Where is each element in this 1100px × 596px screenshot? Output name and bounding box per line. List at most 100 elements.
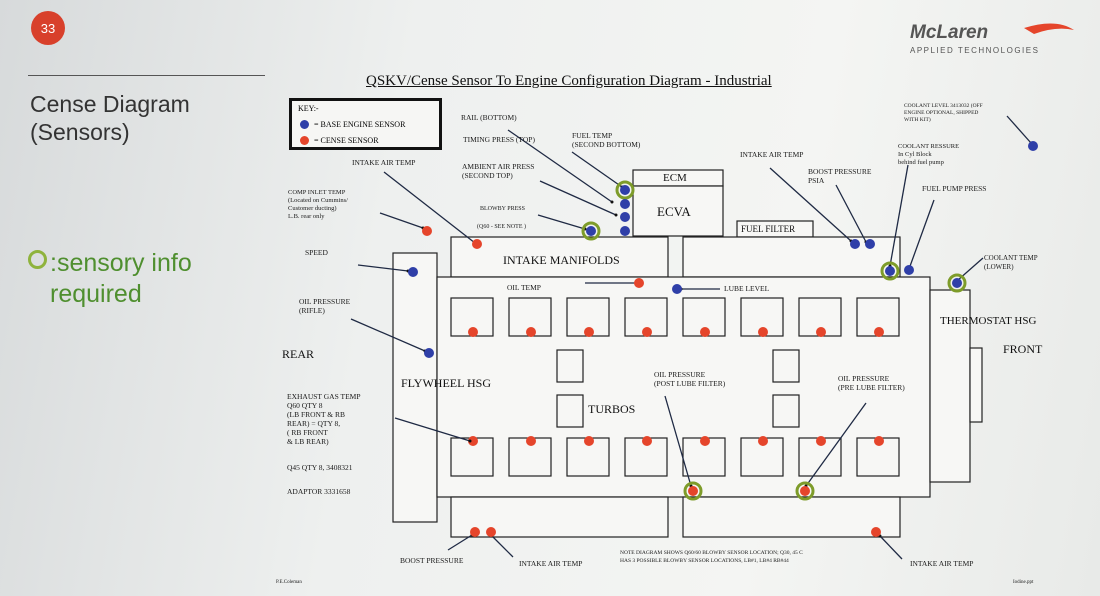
label-note-diagram: NOTE DIAGRAM SHOWS Q60/60 BLOWBY SENSOR … [620, 550, 803, 564]
base-sensor-blowby [586, 226, 596, 236]
base-sensor-speed [408, 267, 418, 277]
bottom-exhaust-temp-sensor-1 [468, 436, 478, 446]
logo-name: McLaren [910, 22, 989, 43]
cense-sensor-boost-pressure [470, 527, 480, 537]
label-intake-air-temp-top: INTAKE AIR TEMP [352, 158, 416, 167]
base-sensor-timing-press [620, 199, 630, 209]
mclaren-swoosh-icon [1024, 23, 1074, 34]
diagram-title: QSKV/Cense Sensor To Engine Configuratio… [366, 73, 772, 89]
intake-manifolds-label: INTAKE MANIFOLDS [503, 253, 620, 267]
base-sensor-fuel-temp [620, 185, 630, 195]
base-sensor-fuel-pump-press [904, 265, 914, 275]
label-intake-air-temp-front: INTAKE AIR TEMP [910, 559, 974, 568]
key-row-base: = BASE ENGINE SENSOR [300, 120, 405, 129]
turbo-3 [556, 394, 584, 428]
label-comp-inlet-temp: COMP INLET TEMP (Located on Cummins/ Cus… [288, 189, 348, 220]
label-coolant-pressure: COOLANT RESSURE In Cyl Block behind fuel… [898, 143, 960, 166]
mclaren-logo: McLaren APPLIED TECHNOLOGIES [906, 22, 1076, 58]
sensory-info-text: :sensory info [50, 249, 192, 277]
label-fuel-temp: FUEL TEMP (SECOND BOTTOM) [572, 131, 641, 149]
sensory-info-text-line2: required [50, 280, 142, 308]
label-intake-air-temp-bottom: INTAKE AIR TEMP [519, 559, 583, 568]
ecm-label: ECM [663, 172, 687, 184]
bottom-exhaust-temp-sensor-2 [526, 436, 536, 446]
key-cense-label: = CENSE SENSOR [314, 136, 379, 145]
label-speed: SPEED [305, 248, 328, 257]
footer-author: P.E.Coleman [276, 580, 302, 585]
top-cylinder-2 [508, 297, 552, 337]
top-exhaust-temp-sensor-3 [584, 327, 594, 337]
base-sensor-coolant-level [1028, 141, 1038, 151]
lower-pan-left [450, 496, 669, 538]
label-timing-press: TIMING PRESS (TOP) [463, 135, 535, 144]
lower-pan-right [682, 496, 901, 538]
title-divider [28, 75, 265, 76]
base-sensor-coolant-temp [952, 278, 962, 288]
label-ambient-air-press: AMBIENT AIR PRESS (SECOND TOP) [462, 162, 535, 180]
ecva-box [632, 185, 724, 237]
top-exhaust-temp-sensor-8 [874, 327, 884, 337]
label-lube-level: LUBE LEVEL [724, 284, 770, 293]
cense-sensor-oil-pressure-post [688, 486, 698, 496]
base-sensor-oil-pressure-rifle [424, 348, 434, 358]
info-ring-oil-pressure-pre [795, 481, 815, 501]
cense-sensor-icon [300, 136, 309, 145]
cense-sensor-intake-air-temp [472, 239, 482, 249]
slide-title: Cense Diagram (Sensors) [30, 91, 190, 145]
label-fuel-pump-press: FUEL PUMP PRESS [922, 184, 987, 193]
cense-sensor-oil-pressure-pre [800, 486, 810, 496]
front-pulley [969, 347, 983, 423]
cense-sensor-intake-air-temp-bottom [486, 527, 496, 537]
label-blowby-press: BLOWBY PRESS [480, 206, 525, 212]
label-intake-air-temp-right: INTAKE AIR TEMP [740, 150, 804, 159]
info-ring-fuel-temp [615, 180, 635, 200]
label-coolant-level: COOLANT LEVEL 3413032 (OFF ENGINE OPTION… [904, 103, 983, 123]
intake-manifold-right [682, 236, 901, 278]
leader-lines [350, 115, 1032, 560]
ecva-label: ECVA [657, 204, 691, 219]
label-adaptor: ADAPTOR 3331658 [287, 487, 351, 496]
label-oil-pressure-pre: OIL PRESSURE (PRE LUBE FILTER) [838, 374, 905, 392]
key-title: KEY:- [298, 104, 319, 113]
sensory-info-note: :sensory info required [28, 248, 192, 310]
label-rail-bottom: RAIL (BOTTOM) [461, 113, 517, 122]
thermostat-hsg-label: THERMOSTAT HSG [940, 315, 1037, 327]
rear-label: REAR [282, 347, 315, 361]
base-sensor-intake-air-temp-right [850, 239, 860, 249]
top-exhaust-temp-sensor-1 [468, 327, 478, 337]
base-sensor-ambient-press [620, 226, 630, 236]
bottom-exhaust-temp-sensor-3 [584, 436, 594, 446]
legend-key: KEY:- = BASE ENGINE SENSOR = CENSE SENSO… [289, 98, 442, 150]
label-boost-pressure-bottom: BOOST PRESSURE [400, 556, 464, 565]
thermostat-housing [929, 289, 971, 483]
ring-icon [28, 250, 47, 269]
fuel-filter-label: FUEL FILTER [741, 224, 796, 234]
info-ring-oil-pressure-post [683, 481, 703, 501]
info-ring-coolant-pressure [880, 261, 900, 281]
footer-filename: Iodine.ppt [1013, 580, 1034, 585]
label-exhaust-gas-temp: EXHAUST GAS TEMP Q60 QTY 8 (LB FRONT & R… [287, 392, 361, 446]
label-oil-pressure-post: OIL PRESSURE (POST LUBE FILTER) [654, 370, 726, 388]
flywheel-housing [392, 252, 438, 523]
key-base-label: = BASE ENGINE SENSOR [314, 120, 406, 129]
turbo-4 [772, 394, 800, 428]
base-sensor-coolant-pressure [885, 266, 895, 276]
info-ring-coolant-temp [947, 273, 967, 293]
flywheel-hsg-label: FLYWHEEL HSG [401, 376, 492, 390]
cense-sensor-intake-air-temp-front [871, 527, 881, 537]
turbo-2 [772, 349, 800, 383]
base-sensor-boost-pressure [865, 239, 875, 249]
top-exhaust-temp-sensor-4 [642, 327, 652, 337]
slide-number-badge: 33 [31, 11, 65, 45]
base-sensor-rail [620, 212, 630, 222]
base-sensor-lube-level [672, 284, 682, 294]
label-blowby-note: (Q60 - SEE NOTE ) [477, 224, 526, 230]
turbo-1 [556, 349, 584, 383]
cense-sensor-comp-inlet-temp [422, 226, 432, 236]
base-sensor-icon [300, 120, 309, 129]
bottom-exhaust-temp-sensor-8 [874, 436, 884, 446]
bottom-exhaust-temp-sensor-5 [700, 436, 710, 446]
label-oil-pressure-rifle: OIL PRESSURE (RIFLE) [299, 297, 351, 315]
